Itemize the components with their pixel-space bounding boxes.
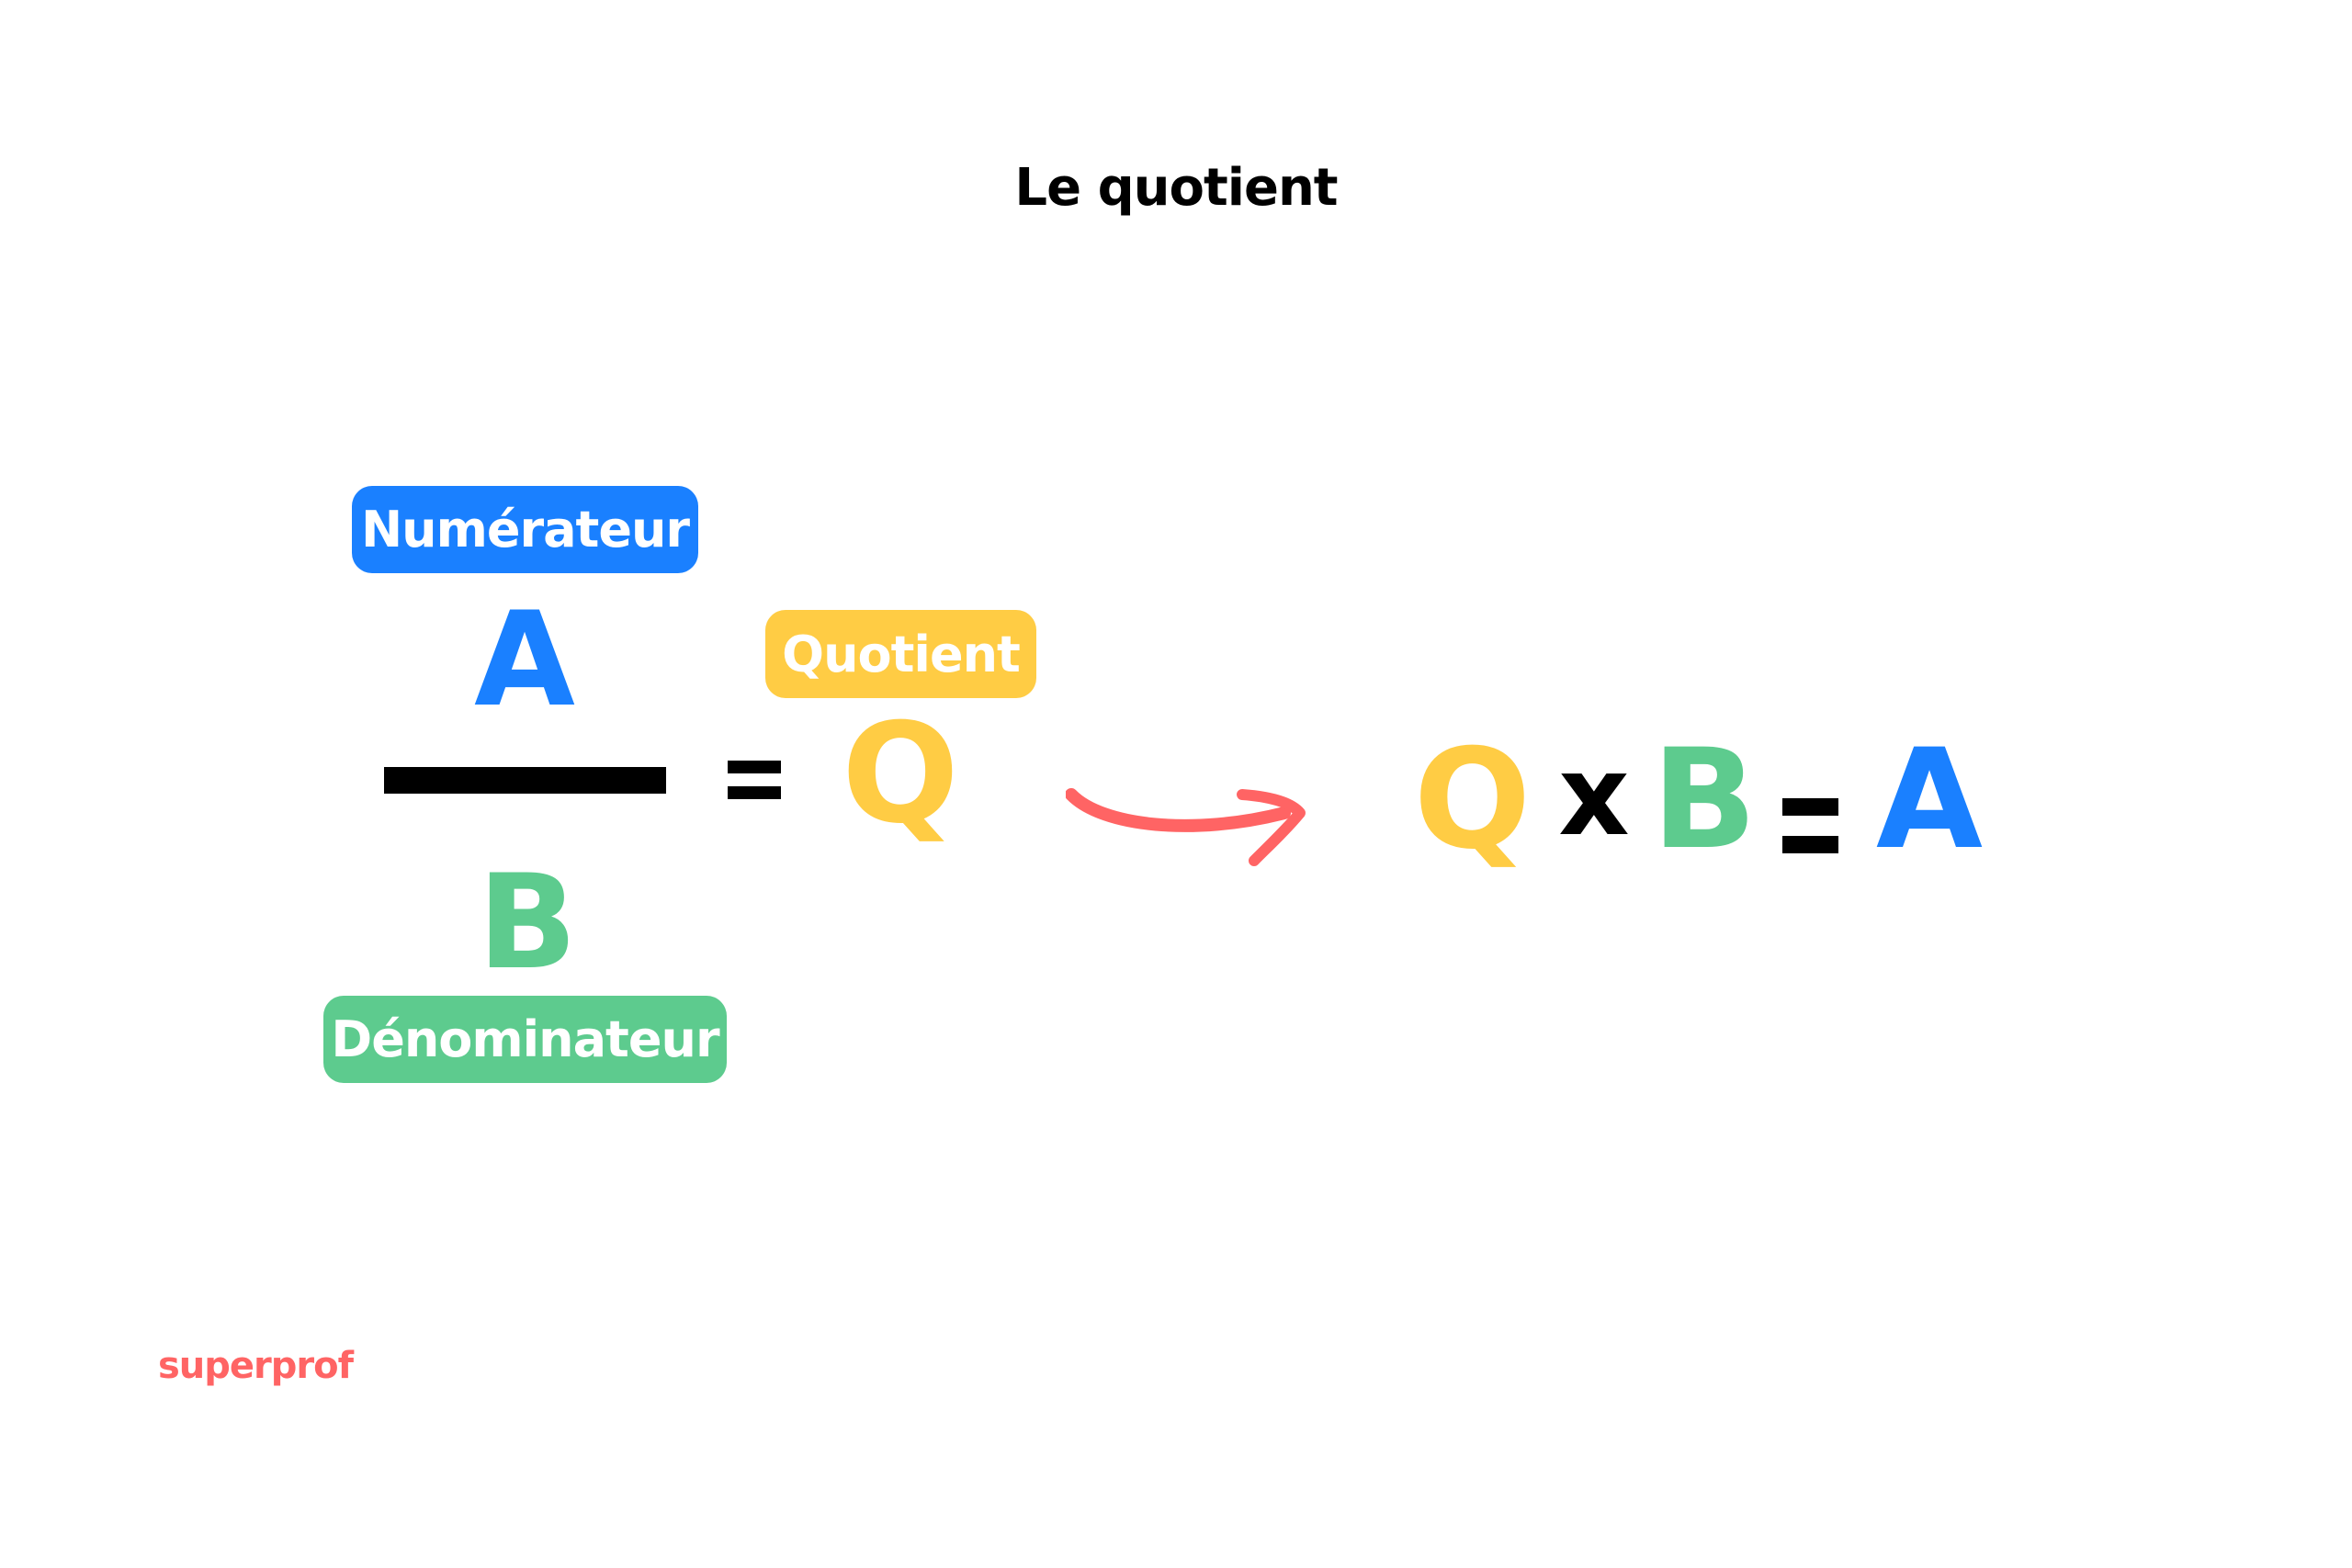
equals-sign (728, 761, 781, 799)
numerator-symbol: A (474, 584, 575, 736)
denominator-label-text: Dénominateur (331, 1010, 719, 1068)
curved-arrow-right-icon (1066, 788, 1306, 866)
quotient-label: Quotient (765, 610, 1036, 698)
numerator-label: Numérateur (352, 486, 698, 573)
denominator-symbol: B (477, 847, 578, 998)
quotient-symbol: Q (842, 694, 959, 854)
product-term-q: Q (1413, 720, 1532, 880)
product-equals-sign (1782, 798, 1838, 853)
page-title: Le quotient (1014, 158, 1338, 218)
superprof-logo: superprof (158, 1345, 354, 1387)
product-term-a: A (1875, 720, 1984, 880)
numerator-label-text: Numérateur (360, 501, 690, 558)
product-term-times: x (1558, 733, 1630, 861)
fraction-bar (384, 767, 666, 794)
product-term-b: B (1651, 720, 1758, 880)
quotient-label-text: Quotient (782, 625, 1021, 683)
denominator-label: Dénominateur (323, 996, 727, 1083)
